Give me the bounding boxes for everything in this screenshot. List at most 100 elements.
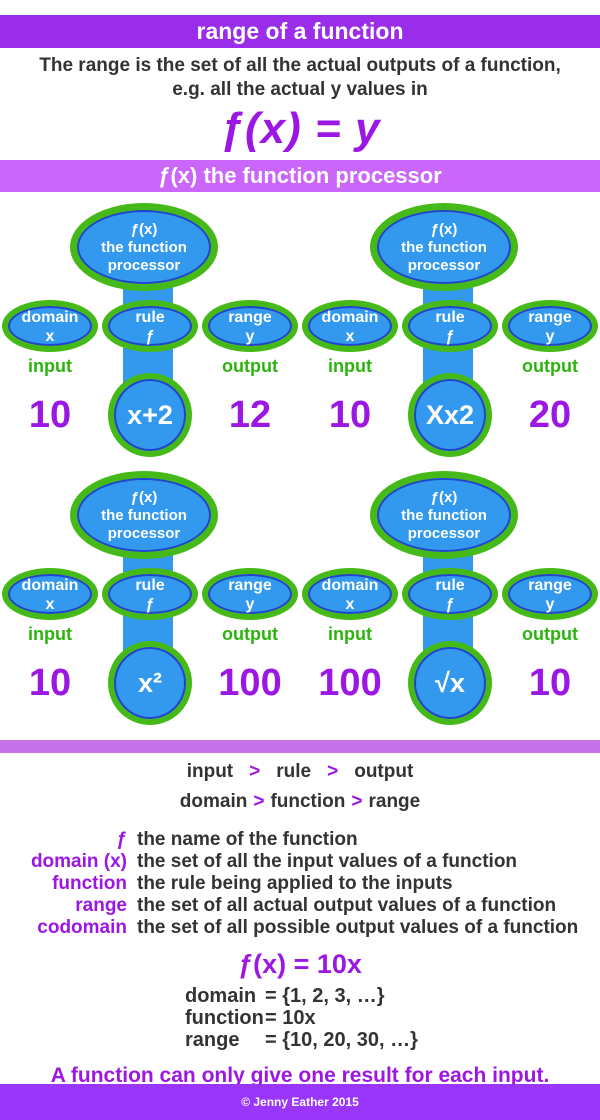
processor-label-line1: ƒ(x) [130,489,158,506]
rule-ellipse: rule ƒ [402,568,498,620]
closing-statement: A function can only give one result for … [50,1064,550,1084]
range-label: range [528,309,572,326]
copyright-bar: © Jenny Eather 2015 [0,1084,600,1120]
range-y-label: y [545,596,555,613]
processor-ellipse: ƒ(x) the function processor [70,471,218,559]
processor-ellipse: ƒ(x) the function processor [370,203,518,291]
definition-row: function the rule being applied to the i… [0,873,600,895]
example-term: function [185,1007,264,1029]
chevron-right-icon: > [327,761,339,782]
intro-text-line2: e.g. all the actual y values in [172,79,428,100]
input-label: input [328,624,372,644]
processor-label-line1: ƒ(x) [430,221,458,238]
processor-ellipse: ƒ(x) the function processor [70,203,218,291]
processor-diagram-x-squared: ƒ(x) the function processor domain x rul… [0,468,300,736]
processor-diagram-sqrt-x: ƒ(x) the function processor domain x rul… [300,468,600,736]
processor-banner-title: ƒ(x) the function processor [0,160,600,192]
output-value: 12 [228,393,272,436]
domain-label: domain [21,577,79,594]
processor-label-line1: ƒ(x) [430,489,458,506]
rule-label: rule [135,309,165,326]
rule-value-circle: Xx2 [408,373,492,457]
example-value: = 10x [265,1007,316,1029]
input-value: 100 [318,661,382,704]
range-ellipse: range y [502,300,598,352]
processor-label-line2: the function [401,507,487,524]
function-processor-diagrams: ƒ(x) the function processor domain x rul… [0,192,600,740]
chain-word: rule [276,761,312,782]
chevron-right-icon: > [253,791,265,812]
rule-label: rule [435,309,465,326]
processor-label-line2: the function [101,239,187,256]
range-ellipse: range y [502,568,598,620]
domain-x-label: x [45,596,55,613]
range-ellipse: range y [202,300,298,352]
range-y-label: y [545,328,555,345]
rule-f-label: ƒ [145,596,155,613]
processor-diagram-x-times-2: ƒ(x) the function processor domain x rul… [300,200,600,468]
range-y-label: y [245,596,255,613]
definition-term: range [75,895,127,916]
example-formula-title: ƒ(x) = 10x [238,949,362,979]
top-margin [0,0,600,15]
example-term: domain [185,985,257,1007]
rule-value-circle: √x [408,641,492,725]
processor-label-line3: processor [407,257,481,274]
example-rows: domain = {1, 2, 3, …} function = 10x ran… [185,985,600,1051]
definition-term: ƒ [116,829,127,850]
intro-section: The range is the set of all the actual o… [0,48,600,160]
domain-function-range-chain: domain>function>range [0,791,600,813]
glossary-section: input>rule>output domain>function>range … [0,753,600,1084]
definition-row: domain (x) the set of all the input valu… [0,851,600,873]
input-label: input [328,356,372,376]
input-value: 10 [28,393,72,436]
input-label: input [28,624,72,644]
definition-row: codomain the set of all possible output … [0,917,600,939]
range-label: range [528,577,572,594]
domain-ellipse: domain x [302,568,398,620]
formula-fx-equals-y: ƒ(x) = y [219,104,381,153]
definition-term: domain (x) [30,851,127,872]
output-value: 100 [218,661,282,704]
definition-row: ƒ the name of the function [0,829,600,851]
domain-label: domain [321,577,379,594]
definition-text: the set of all possible output values of… [137,917,579,938]
section-divider [0,740,600,753]
range-ellipse: range y [202,568,298,620]
range-label: range [228,309,272,326]
range-y-label: y [245,328,255,345]
rule-ellipse: rule ƒ [102,568,198,620]
definition-text: the name of the function [137,829,358,850]
processor-label-line1: ƒ(x) [130,221,158,238]
domain-x-label: x [345,596,355,613]
processor-label-line2: the function [101,507,187,524]
definitions-list: ƒ the name of the function domain (x) th… [0,829,600,939]
rule-label: rule [435,577,465,594]
chain-word: input [186,761,234,782]
intro-text-line1: The range is the set of all the actual o… [39,55,561,76]
example-value: = {1, 2, 3, …} [265,985,385,1007]
rule-f-label: ƒ [445,328,455,345]
domain-label: domain [21,309,79,326]
definition-text: the rule being applied to the inputs [137,873,453,894]
example-value: = {10, 20, 30, …} [265,1029,418,1051]
output-label: output [222,356,278,376]
processor-label-line3: processor [107,257,181,274]
chevron-right-icon: > [249,761,261,782]
output-value: 10 [528,661,572,704]
chain-word: output [354,761,414,782]
definition-term: function [52,873,127,894]
rule-value-circle: x+2 [108,373,192,457]
domain-ellipse: domain x [302,300,398,352]
chain-word: domain [179,791,248,812]
processor-label-line3: processor [407,525,481,542]
definition-text: the set of all the input values of a fun… [137,851,518,872]
example-row: range = {10, 20, 30, …} [185,1029,600,1051]
chain-word: range [368,791,421,812]
range-label: range [228,577,272,594]
definition-term: codomain [37,917,127,938]
output-label: output [522,624,578,644]
input-label: input [28,356,72,376]
chain-word: function [270,791,346,812]
processor-label-line2: the function [401,239,487,256]
